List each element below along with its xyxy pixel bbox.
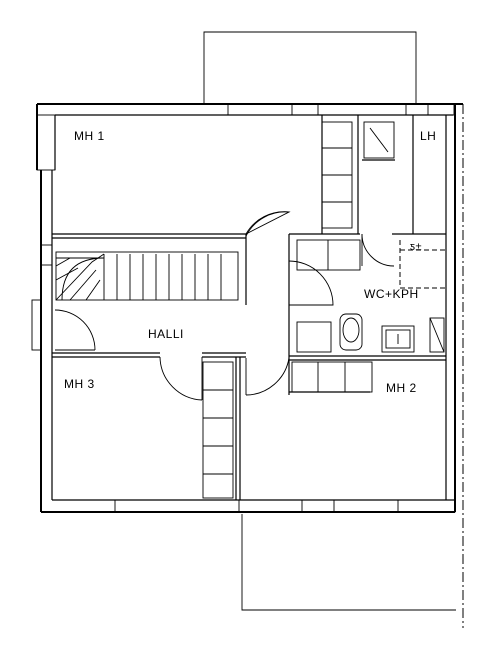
room-label-halli: HALLI (148, 327, 184, 341)
window-top-3 (427, 103, 455, 116)
room-label-lh: LH (420, 129, 436, 143)
cabinet-halli (296, 239, 361, 353)
wardrobe-mh2 (291, 361, 373, 393)
room-label-mh3: MH 3 (64, 377, 95, 391)
top-balcony (203, 31, 417, 104)
window-top-2 (317, 103, 407, 116)
exterior-walls (31, 103, 464, 628)
toilet (339, 313, 363, 351)
window-bottom-2 (301, 499, 335, 513)
window-left-1 (36, 114, 56, 171)
bottom-balcony (241, 514, 456, 611)
window-top-1 (227, 103, 293, 116)
window-left-3 (31, 299, 42, 351)
shower-wall (429, 317, 445, 353)
lh-cabinet (363, 121, 395, 159)
window-left-2 (40, 244, 53, 266)
window-bottom-3 (397, 499, 456, 513)
door-swings (54, 211, 395, 401)
interior-walls (52, 115, 446, 500)
room-label-wc: WC+KPH (364, 287, 419, 301)
wardrobe-mh3 (202, 361, 234, 499)
wardrobe-mh1 (321, 121, 353, 229)
bathroom-fixtures: ƽ± (339, 240, 446, 353)
room-label-mh1: MH 1 (74, 129, 105, 143)
staircase (55, 251, 239, 301)
room-label-mh2: MH 2 (386, 381, 417, 395)
sink (381, 325, 415, 353)
floor-drain-symbol: ƽ± (410, 241, 422, 253)
window-bottom-1 (114, 499, 240, 513)
